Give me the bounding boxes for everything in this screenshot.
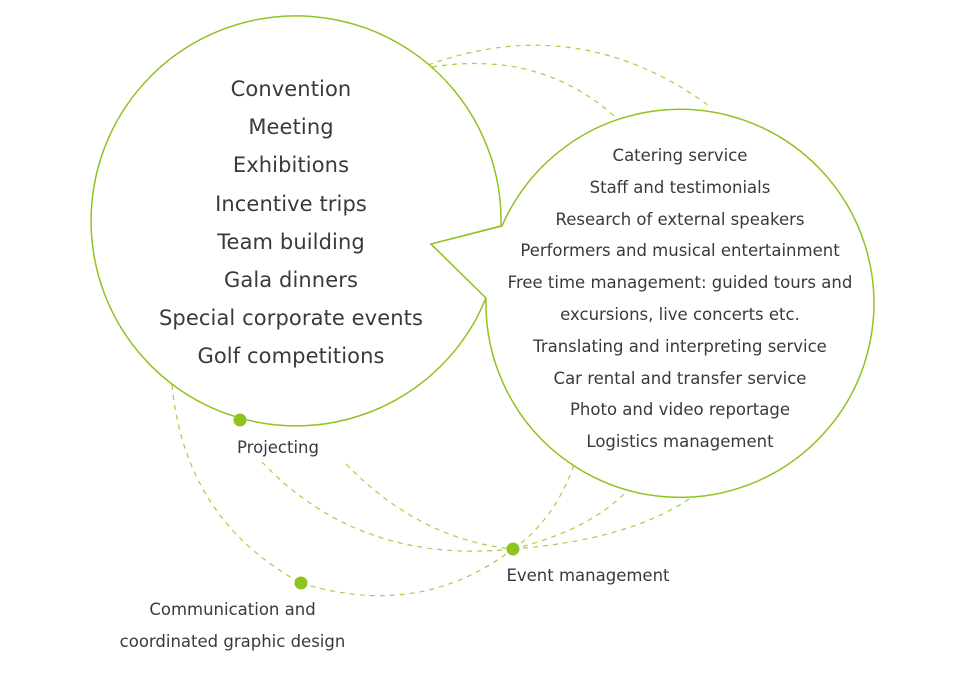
right-item-staff: Staff and testimonials — [589, 177, 771, 197]
right-bubble-list: Catering service Staff and testimonials … — [490, 140, 870, 458]
left-item-special-corporate-events: Special corporate events — [158, 306, 424, 331]
right-item-catering: Catering service — [612, 146, 748, 165]
projecting-label: Projecting — [237, 438, 319, 457]
event-management-label: Event management — [506, 566, 670, 585]
left-item-incentive-trips: Incentive trips — [215, 191, 367, 216]
dashed-arc-projecting-to-event — [261, 461, 514, 552]
right-item-logistics: Logistics management — [586, 432, 774, 452]
dashed-arc-top-inner — [431, 62, 615, 117]
right-item-photo-video: Photo and video reportage — [569, 400, 791, 420]
dashed-arc-event-to-right-c — [512, 496, 693, 550]
projecting-node-dot — [233, 413, 247, 427]
dashed-arc-top-outer — [427, 44, 713, 109]
left-item-gala-dinners: Gala dinners — [224, 267, 358, 292]
right-item-free-time-line2: excursions, live concerts etc. — [560, 304, 800, 324]
right-item-speakers: Research of external speakers — [555, 209, 805, 229]
right-item-free-time-line1: Free time management: guided tours and — [507, 273, 853, 293]
dashed-arc-event-to-right-a — [512, 461, 576, 550]
left-item-exhibitions: Exhibitions — [232, 153, 350, 178]
left-item-meeting: Meeting — [248, 115, 334, 140]
communication-label: Communication and coordinated graphic de… — [100, 594, 365, 657]
communication-label-line2: coordinated graphic design — [119, 631, 346, 651]
right-speech-bubble — [429, 108, 875, 499]
dashed-arc-mid-to-event — [345, 463, 514, 550]
dashed-arc-event-to-right-b — [512, 489, 629, 550]
left-speech-bubble — [90, 15, 502, 427]
right-item-translating: Translating and interpreting service — [533, 336, 827, 356]
dashed-arc-left-to-communication — [171, 384, 302, 584]
communication-label-line1: Communication and — [149, 600, 316, 619]
left-item-team-building: Team building — [217, 229, 365, 254]
dashed-arc-communication-to-event — [300, 548, 514, 597]
communication-node-dot — [294, 576, 308, 590]
event-management-node-dot — [506, 542, 520, 556]
left-bubble-list: Convention Meeting Exhibitions Incentive… — [141, 70, 441, 376]
right-item-performers: Performers and musical entertainment — [520, 241, 840, 261]
left-item-convention: Convention — [230, 77, 352, 101]
left-item-golf-competitions: Golf competitions — [197, 344, 385, 369]
right-item-car-rental: Car rental and transfer service — [553, 368, 807, 388]
